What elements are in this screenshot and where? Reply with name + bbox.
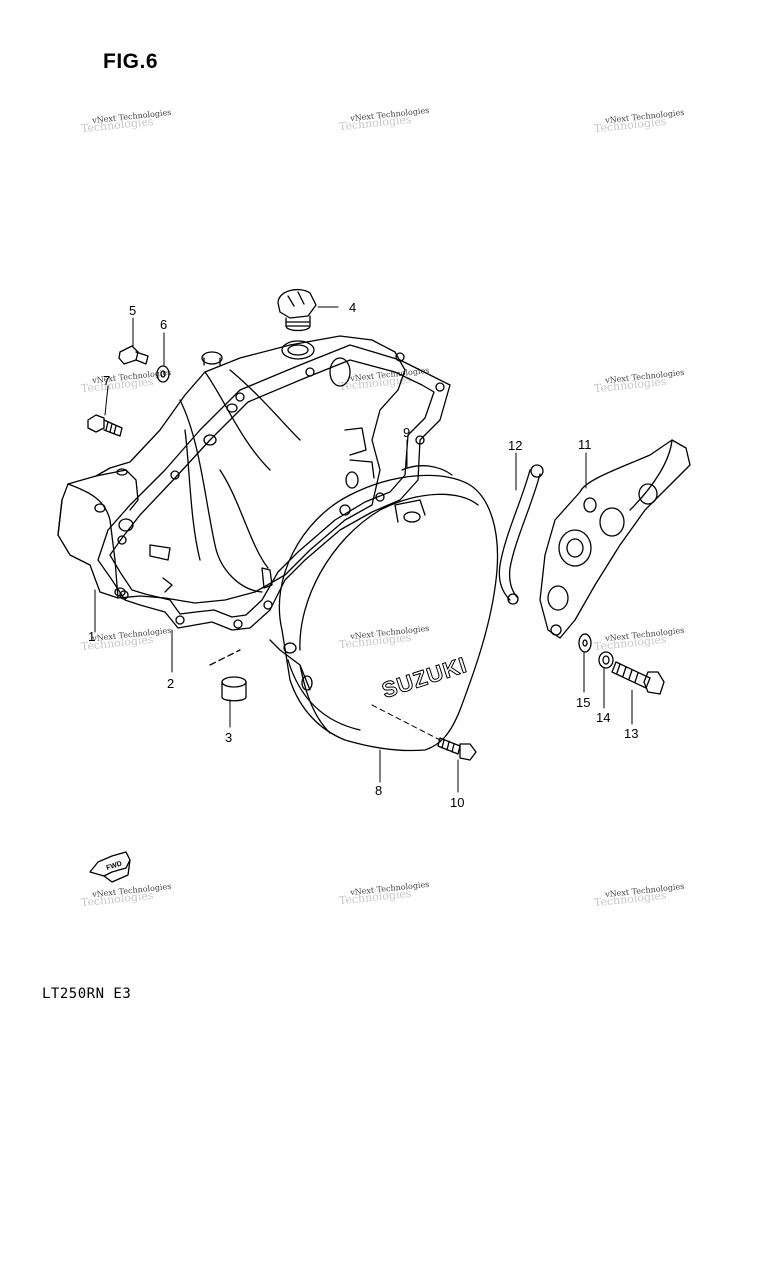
wire-clamp xyxy=(498,464,544,605)
svg-text:FWD: FWD xyxy=(106,860,123,872)
oil-filler-plug xyxy=(277,289,317,332)
model-code: LT250RN E3 xyxy=(42,986,132,1002)
plain-washer xyxy=(578,633,592,653)
callout-11: 11 xyxy=(578,437,592,452)
clutch-cover: SUZUKI xyxy=(269,474,499,752)
callout-4: 4 xyxy=(349,300,356,315)
cover-bolt xyxy=(371,704,477,761)
cover-plate xyxy=(539,439,691,639)
lock-washer xyxy=(598,651,614,669)
dowel-pin xyxy=(209,649,247,702)
callout-leaders xyxy=(94,306,633,793)
callout-8: 8 xyxy=(375,783,382,798)
callout-3: 3 xyxy=(225,730,232,745)
bolt-long xyxy=(87,414,123,437)
cover-gasket-edge xyxy=(401,465,453,476)
cover-gasket xyxy=(97,344,451,631)
crankcase-cover xyxy=(57,335,406,604)
callout-2: 2 xyxy=(167,676,174,691)
callout-numbers: 1 2 3 4 5 6 7 8 9 10 11 12 13 14 15 xyxy=(88,300,638,810)
callout-9: 9 xyxy=(403,425,410,440)
bolt-small xyxy=(118,345,149,365)
callout-14: 14 xyxy=(596,710,610,725)
callout-5: 5 xyxy=(129,303,136,318)
callout-15: 15 xyxy=(576,695,590,710)
callout-12: 12 xyxy=(508,438,522,453)
callout-6: 6 xyxy=(160,317,167,332)
callout-13: 13 xyxy=(624,726,638,741)
fwd-arrow-icon: FWD xyxy=(89,851,131,883)
washer xyxy=(156,365,170,383)
figure-title: FIG.6 xyxy=(103,50,159,73)
cover-logo: SUZUKI xyxy=(379,652,470,703)
callout-10: 10 xyxy=(450,795,464,810)
callout-7: 7 xyxy=(103,373,110,388)
plate-bolt xyxy=(611,661,665,695)
callout-1: 1 xyxy=(88,629,95,644)
